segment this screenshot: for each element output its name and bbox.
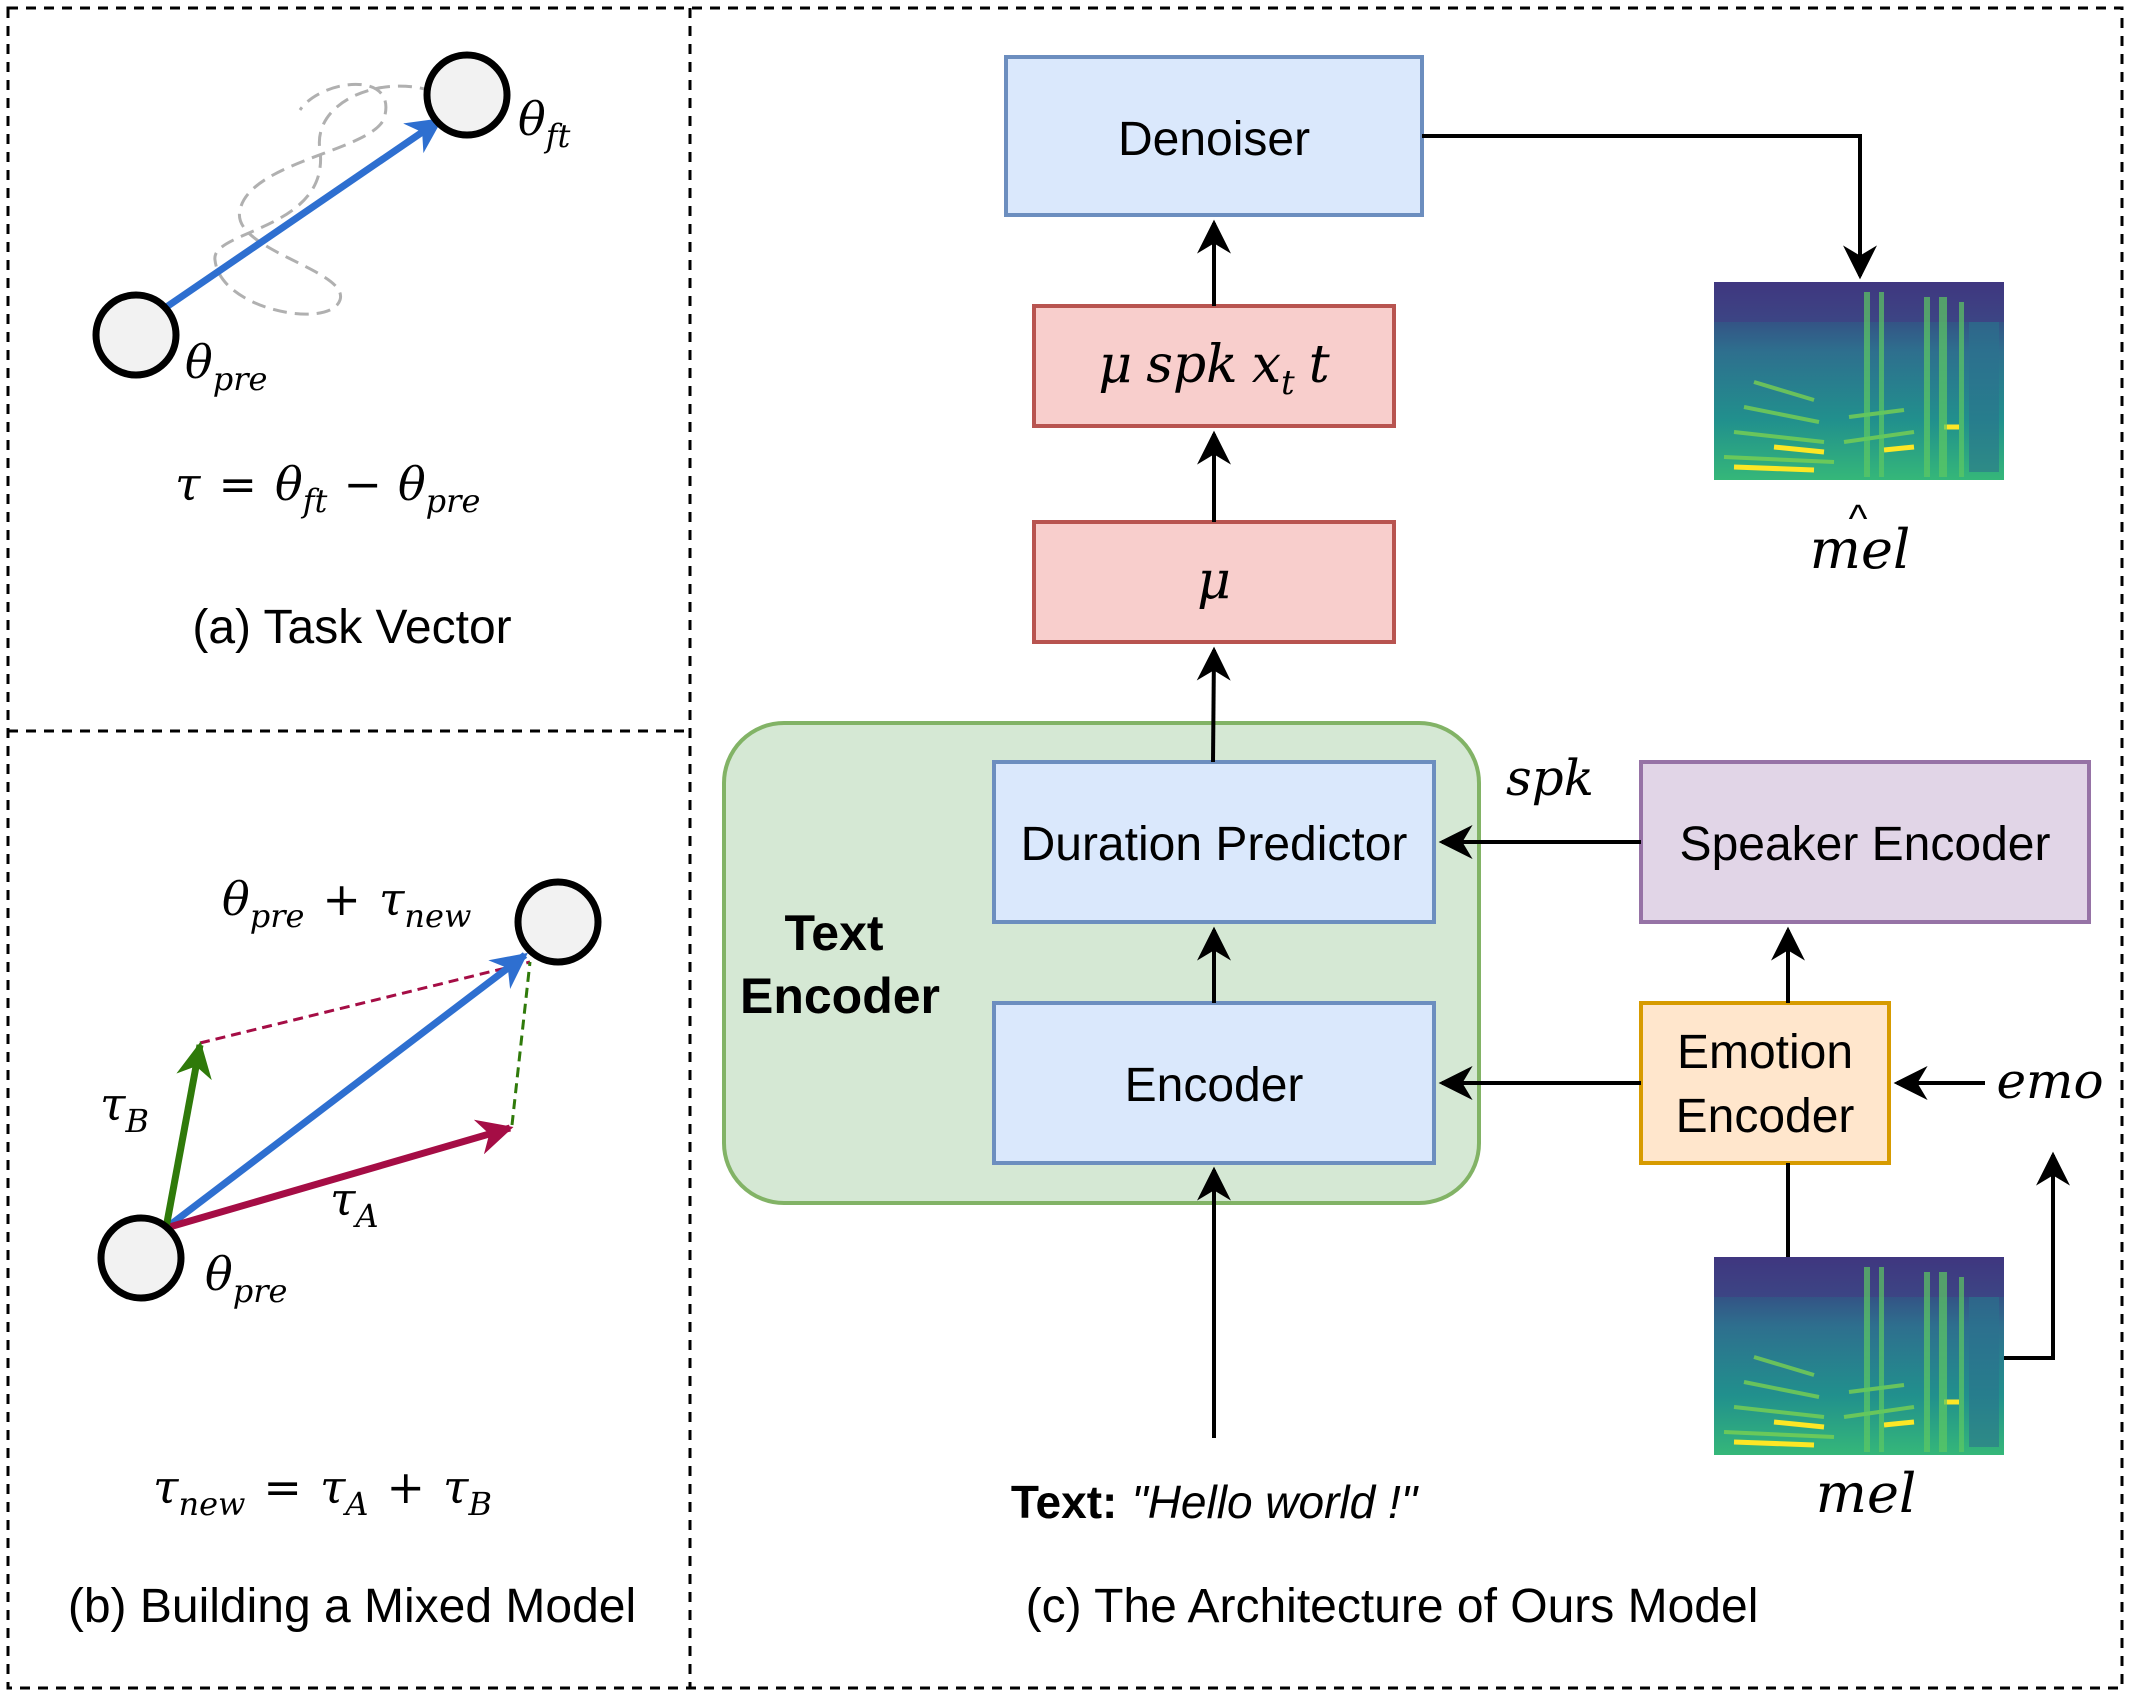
panel-task-vector: θft θpre τ=θft−θpre (a) Task Vector (92, 51, 571, 654)
panel-mixed-model: θpre+τnew τB τA θpre τnew=τA+τB (b) Buil… (68, 872, 636, 1633)
panel-b-caption: (b) Building a Mixed Model (68, 1580, 636, 1633)
mixed-model-equation: τnew=τA+τB (153, 1460, 492, 1523)
speaker-encoder-label: Speaker Encoder (1680, 818, 2051, 871)
tau-a-label: τA (330, 1172, 379, 1235)
mel-spectrogram (1714, 1257, 2004, 1455)
encoder-label: Encoder (1125, 1059, 1304, 1112)
theta-new-node (514, 878, 602, 966)
input-text: Text:"Hello world !" (1011, 1476, 1420, 1528)
theta-pre-node (92, 291, 180, 379)
theta-ft-node (423, 51, 511, 139)
denoiser-block (1004, 55, 1424, 217)
hat-icon: ^ (1849, 497, 1868, 541)
arrow-duration-to-mu (1196, 646, 1231, 763)
panel-frames (6, 6, 2124, 1690)
task-vector-equation: τ=θft−θpre (175, 457, 480, 520)
spk-label: spk (1506, 749, 1594, 807)
panel-a-caption: (a) Task Vector (192, 601, 511, 654)
tau-b-arrow (162, 1041, 212, 1229)
tau-a-arrow (165, 1119, 514, 1232)
duration-predictor-block (992, 760, 1436, 924)
theta-pre-plus-tau-new-label: θpre+τnew (222, 872, 471, 935)
denoiser-label: Denoiser (1118, 113, 1310, 166)
mel-hat-spectrogram (1714, 282, 2004, 480)
mu-block (1032, 520, 1396, 644)
panel-c-caption: (c) The Architecture of Ours Model (1026, 1580, 1759, 1633)
theta-pre-label-b: θpre (205, 1247, 287, 1310)
tau-new-arrow (163, 952, 528, 1231)
arrow-denoiser-to-mel-hat (1422, 134, 1877, 280)
duration-predictor-label: Duration Predictor (1021, 818, 1408, 871)
conditioning-block (1032, 304, 1396, 428)
theta-pre-node-b (97, 1214, 185, 1302)
dashed-b-to-new (199, 960, 531, 1045)
task-vector-arrow (160, 117, 443, 313)
arrow-mel-to-emo (2004, 1151, 2070, 1360)
mu-label: μ (1197, 551, 1231, 611)
theta-ft-label: θft (518, 92, 571, 155)
dashed-a-to-new (510, 961, 532, 1126)
speaker-encoder-block (1639, 760, 2091, 924)
emotion-encoder-block (1639, 1001, 1891, 1165)
flow-arrows (1196, 134, 2070, 1438)
tau-b-label: τB (100, 1077, 149, 1140)
mel-label: mel (1816, 1462, 1916, 1525)
mel-hat-label: mel (1810, 518, 1910, 581)
theta-pre-label: θpre (185, 335, 267, 398)
emo-label: emo (1996, 1052, 2103, 1110)
